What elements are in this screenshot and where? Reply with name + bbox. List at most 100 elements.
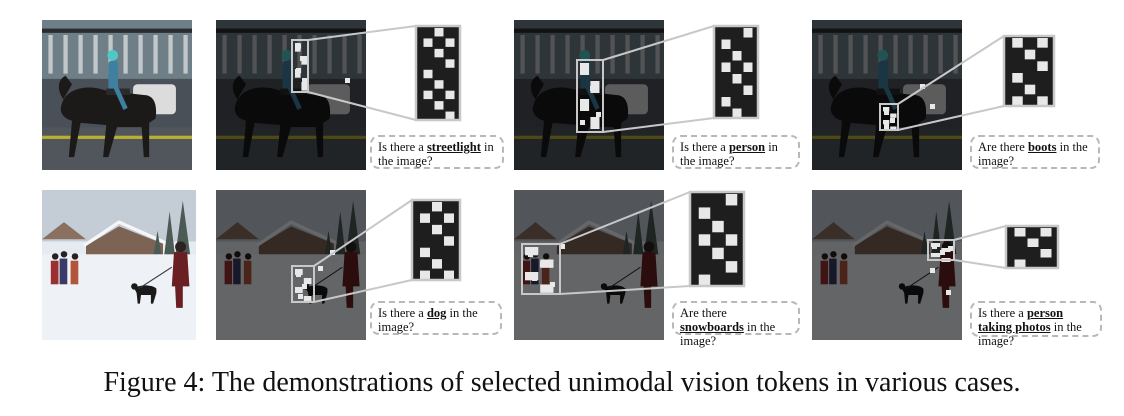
zoom-token: [434, 28, 444, 37]
zoom-token: [444, 213, 454, 223]
zoom-box: [1006, 226, 1058, 268]
zoom-token: [423, 90, 433, 100]
question-suffix: in the image?: [680, 140, 778, 168]
dimmed-scene: [812, 20, 962, 170]
zoom-box: [714, 26, 758, 118]
zoom-token: [423, 69, 433, 79]
dim-overlay: [514, 20, 664, 170]
zoom-token: [732, 74, 742, 84]
zoom-token: [1037, 61, 1048, 71]
zoom-token: [732, 108, 742, 118]
original-photo-snow: [42, 190, 196, 340]
question-bubble-r1-c2: Is there a person in the image?: [672, 135, 800, 169]
zoom-box: [416, 26, 460, 120]
token-panel-r2-c1: [216, 190, 366, 340]
question-bubble-r2-c3: Is there a person taking photos in the i…: [970, 301, 1102, 348]
dimmed-scene: [514, 20, 664, 170]
dim-overlay: [812, 190, 962, 340]
token-panel-r2-c3: [812, 190, 962, 340]
question-keyword: boots: [1027, 140, 1057, 154]
zoom-box-border: [688, 190, 746, 288]
zoom-box-border: [712, 24, 760, 120]
zoom-token: [444, 236, 454, 246]
question-keyword: snowboards: [680, 320, 744, 334]
zoom-token: [1012, 38, 1023, 48]
question-suffix: in the image?: [978, 140, 1088, 168]
zoom-token: [423, 38, 433, 47]
zoom-token: [698, 207, 711, 219]
zoom-token: [721, 97, 731, 107]
question-keyword: person: [728, 140, 766, 154]
zoom-token: [743, 28, 753, 38]
zoom-token: [712, 220, 724, 233]
zoom-token: [721, 62, 731, 72]
figure-caption: Figure 4: The demonstrations of selected…: [103, 367, 1021, 398]
zoom-token: [698, 234, 711, 246]
dim-overlay: [514, 190, 664, 340]
zoom-token: [1037, 96, 1048, 106]
zoom-token: [1037, 38, 1048, 48]
zoom-token: [432, 259, 442, 269]
zoom-token: [1012, 96, 1023, 106]
zoom-box-border: [414, 24, 462, 122]
zoom-token: [743, 62, 753, 72]
dim-overlay: [216, 190, 366, 340]
dimmed-scene: [812, 190, 962, 340]
question-keyword: person taking photos: [978, 306, 1064, 334]
question-suffix: in the image?: [378, 140, 494, 168]
token-panel-r1-c3: [812, 20, 962, 170]
zoom-token: [732, 51, 742, 61]
zoom-token: [434, 48, 444, 58]
token-panel-r2-c2: [514, 190, 664, 340]
zoom-token: [420, 213, 430, 223]
question-suffix: in the image?: [378, 306, 478, 334]
original-photo-horse: [42, 20, 192, 170]
zoom-token: [432, 224, 442, 235]
zoom-token: [445, 111, 455, 120]
zoom-token: [444, 270, 454, 280]
dimmed-scene: [216, 190, 366, 340]
question-suffix: in the image?: [680, 320, 776, 348]
zoom-token: [743, 85, 753, 95]
zoom-token: [1024, 84, 1036, 95]
dim-overlay: [812, 20, 962, 170]
zoom-token: [445, 90, 455, 100]
zoom-token: [434, 101, 444, 110]
zoom-token: [721, 39, 731, 49]
token-panel-r1-c1: [216, 20, 366, 170]
question-keyword: dog: [426, 306, 447, 320]
zoom-token: [420, 247, 430, 258]
zoom-token: [725, 194, 738, 206]
zoom-token: [445, 59, 455, 68]
zoom-token: [432, 202, 442, 212]
zoom-token: [698, 274, 711, 286]
zoom-token: [1027, 238, 1039, 247]
zoom-token: [1040, 228, 1052, 237]
question-keyword: streetlight: [426, 140, 481, 154]
zoom-token: [1024, 49, 1036, 60]
dimmed-scene: [216, 20, 366, 170]
zoom-token: [445, 38, 455, 47]
question-prefix: Are there: [978, 140, 1028, 154]
zoom-token: [1012, 73, 1023, 83]
zoom-token: [420, 270, 430, 280]
zoom-token: [725, 261, 738, 273]
zoom-token: [712, 247, 724, 260]
question-prefix: Is there a: [378, 140, 427, 154]
dimmed-scene: [514, 190, 664, 340]
question-prefix: Are there: [680, 306, 727, 320]
zoom-token: [434, 80, 444, 89]
zoom-token: [725, 234, 738, 246]
zoom-token: [1014, 259, 1026, 268]
zoom-box: [1004, 36, 1054, 106]
question-bubble-r2-c2: Are there snowboards in the image?: [672, 301, 800, 348]
question-prefix: Is there a: [378, 306, 427, 320]
question-prefix: Is there a: [978, 306, 1027, 320]
question-prefix: Is there a: [680, 140, 729, 154]
zoom-box: [412, 200, 460, 280]
snow-dog-image: [42, 190, 196, 340]
zoom-box-border: [1004, 224, 1060, 270]
horse-street-image: [42, 20, 192, 170]
question-bubble-r1-c3: Are there boots in the image?: [970, 135, 1100, 169]
zoom-box: [690, 192, 744, 286]
